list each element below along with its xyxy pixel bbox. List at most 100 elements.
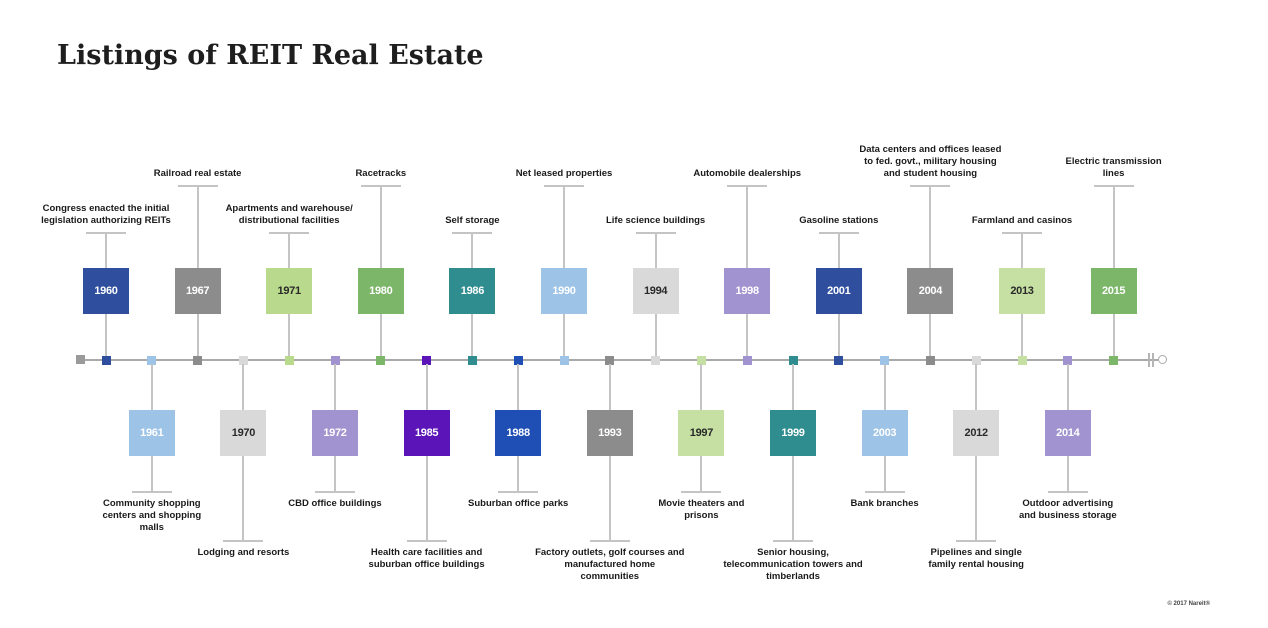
year-label: 1985 [414,427,439,439]
event-label: Health care facilities and suburban offi… [368,547,485,570]
timeline-marker [422,355,432,365]
year-label: 2003 [872,427,897,439]
year-label: 1961 [140,427,164,439]
event-label: Outdoor advertising and business storage [1018,498,1117,521]
event-label: Life science buildings [605,215,706,226]
year-label: 1971 [277,285,302,297]
event-label: Bank branches [850,498,919,509]
timeline-end-circle [1158,355,1167,364]
year-label: 1998 [735,285,760,297]
year-box-1971: 1971 [266,268,313,314]
label-tick [452,232,493,234]
event-label: Farmland and casinos [971,215,1073,226]
year-box-2004: 2004 [907,268,954,314]
timeline-marker [651,355,661,365]
timeline-marker [834,355,844,365]
copyright-notice: © 2017 Nareit® [1167,601,1210,607]
timeline-marker [605,355,615,365]
year-box-1993: 1993 [586,410,633,456]
year-label: 1999 [781,427,805,439]
event-label: Pipelines and single family rental housi… [928,547,1024,570]
label-tick [223,540,264,542]
year-box-2013: 2013 [999,268,1045,314]
label-tick [360,185,401,187]
timeline-marker [284,355,294,365]
year-label: 2013 [1010,285,1034,297]
event-label: Self storage [445,215,500,226]
event-label: Congress enacted the initial legislation… [41,203,171,226]
year-label: 2015 [1101,285,1126,297]
timeline-start-marker [76,355,85,364]
year-label: 1986 [460,285,485,297]
year-label: 2012 [964,427,989,439]
timeline-marker [147,355,157,365]
year-label: 1997 [689,427,714,439]
year-label: 1980 [369,285,393,297]
timeline-marker [513,355,523,365]
year-label: 1994 [643,285,668,297]
year-box-1990: 1990 [541,268,587,314]
year-label: 1990 [552,285,576,297]
timeline-marker [1109,355,1119,365]
label-tick [177,185,218,187]
year-label: 2001 [827,285,851,297]
event-label: CBD office buildings [288,498,382,509]
timeline-marker [101,355,111,365]
year-box-1960: 1960 [83,268,129,314]
timeline-marker [788,355,798,365]
year-box-2014: 2014 [1044,410,1091,456]
event-label: Apartments and warehouse/ distributional… [225,203,353,226]
event-label: Racetracks [355,168,407,179]
year-label: 1993 [598,427,622,439]
year-label: 1988 [506,427,531,439]
label-tick [315,491,355,493]
label-tick [269,232,310,234]
label-tick [681,491,722,493]
year-box-1985: 1985 [403,410,450,456]
event-label: Suburban office parks [468,498,569,509]
label-tick [956,540,997,542]
label-tick [589,540,630,542]
timeline-marker [971,355,981,365]
timeline-marker [1063,355,1073,365]
timeline-end-bar [1152,353,1154,367]
event-label: Net leased properties [515,168,613,179]
timeline-marker [1017,355,1027,365]
label-tick [727,185,768,187]
year-box-2001: 2001 [815,268,862,314]
year-box-1961: 1961 [128,410,175,456]
timeline-end-bar [1148,353,1150,367]
year-label: 1972 [323,427,347,439]
event-label: Automobile dealerships [693,168,802,179]
label-tick [1093,185,1134,187]
timeline-marker [696,355,706,365]
page-title: Listings of REIT Real Estate [57,40,484,71]
event-label: Railroad real estate [153,168,242,179]
event-label: Movie theaters and prisons [658,498,745,521]
timeline-marker [193,355,203,365]
timeline-marker [238,355,248,365]
year-label: 1960 [94,285,118,297]
year-box-1988: 1988 [495,410,542,456]
year-label: 2004 [918,285,943,297]
event-label: Senior housing, telecommunication towers… [723,547,863,582]
label-tick [818,232,859,234]
event-label: Community shopping centers and shopping … [102,498,202,533]
label-tick [498,491,539,493]
label-tick [1047,491,1088,493]
timeline-marker [880,355,890,365]
year-box-1986: 1986 [449,268,496,314]
year-box-1999: 1999 [770,410,816,456]
timeline-axis [76,359,1158,361]
label-tick [773,540,813,542]
year-label: 1970 [231,427,256,439]
year-box-2012: 2012 [953,410,1000,456]
label-tick [406,540,447,542]
label-tick [131,491,172,493]
year-box-1970: 1970 [220,410,267,456]
event-label: Data centers and offices leased to fed. … [859,144,1002,179]
timeline-marker [467,355,477,365]
year-box-2015: 2015 [1090,268,1137,314]
year-box-2003: 2003 [861,410,908,456]
label-tick [910,185,951,187]
